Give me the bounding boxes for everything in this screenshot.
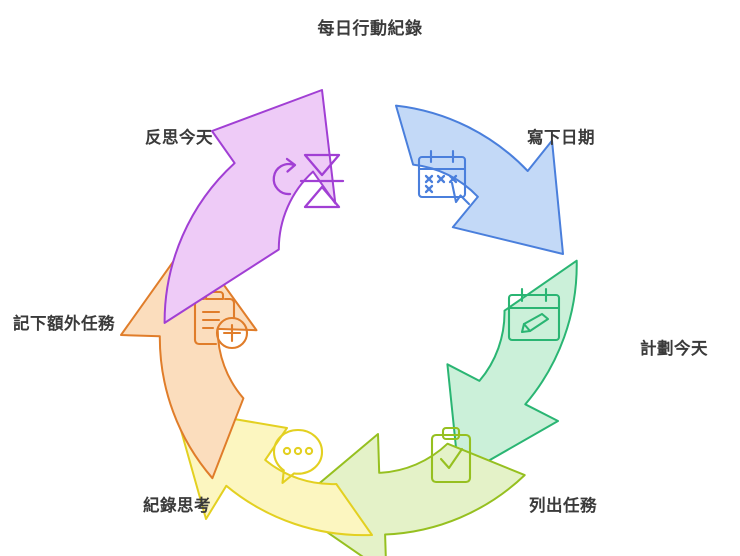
arrow-shape-write-date: [395, 104, 564, 255]
page-title: 每日行動紀錄: [317, 19, 423, 38]
speech-bubble-dots-icon: [272, 428, 324, 485]
calendar-pencil-icon: [507, 287, 561, 342]
cycle-label-write-date: 寫下日期: [527, 129, 595, 147]
cycle-label-reflect-today: 反思今天: [145, 129, 213, 147]
arrow-shape-reflect-today: [163, 89, 337, 324]
cycle-label-list-tasks: 列出任務: [529, 497, 597, 515]
swap-reverse-icon: [272, 153, 345, 209]
calendar-marked-cursor-icon: [417, 149, 471, 206]
cycle-label-record-thoughts: 紀錄思考: [143, 497, 211, 515]
arrow-shape-plan-today: [446, 259, 578, 479]
cycle-label-plan-today: 計劃今天: [640, 340, 708, 358]
cycle-label-extra-tasks: 記下額外任務: [13, 315, 115, 333]
clipboard-check-icon: [430, 426, 472, 484]
cycle-segment-reflect-today[interactable]: [163, 89, 345, 324]
cycle-segment-write-date[interactable]: [395, 104, 564, 255]
cycle-segment-plan-today[interactable]: [446, 259, 578, 479]
